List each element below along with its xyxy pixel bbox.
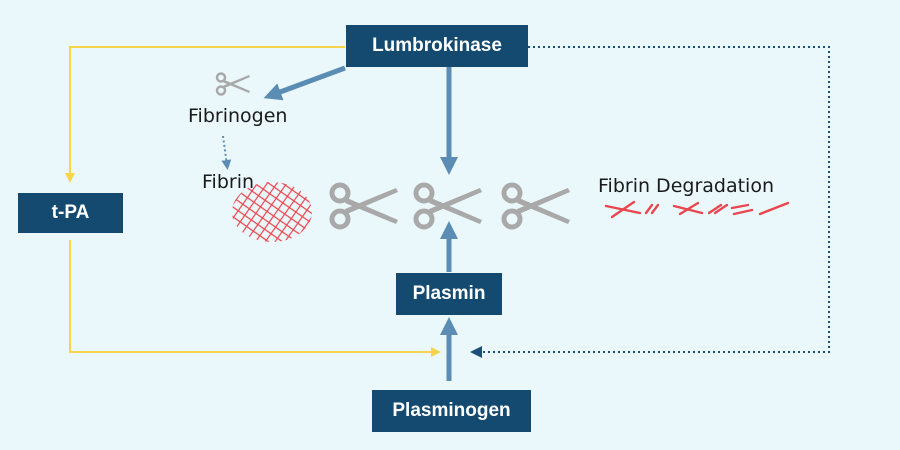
fibrinogen-to-fibrin-arrow — [221, 135, 232, 170]
plasminogen-label: Plasminogen — [392, 400, 511, 421]
lumbrokinase-to-fibrinogen-arrow — [263, 65, 346, 101]
tpa-label: t-PA — [51, 202, 90, 223]
fibrin-degradation-label: Fibrin Degradation — [598, 175, 774, 197]
plasminogen-box: Plasminogen — [372, 390, 531, 432]
plasmin-label: Plasmin — [412, 283, 486, 304]
fibrin-mesh-icon — [232, 182, 312, 242]
fibrin-fragments-icon — [604, 200, 790, 219]
lumbrokinase-label: Lumbrokinase — [372, 35, 502, 56]
tpa-box: t-PA — [18, 193, 123, 233]
lumbrokinase-to-plasminogen-dotted-line — [470, 46, 830, 358]
fibrin-label: Fibrin — [202, 171, 255, 193]
scissors-icon — [215, 72, 252, 96]
scissors-icon — [504, 185, 570, 227]
tpa-activation-line-bottom — [69, 240, 441, 357]
plasmin-box: Plasmin — [396, 273, 502, 315]
lumbrokinase-box: Lumbrokinase — [346, 25, 528, 67]
scissors-icon — [332, 185, 398, 227]
tpa-activation-line-top — [65, 46, 345, 183]
fibrinogen-label: Fibrinogen — [188, 105, 288, 127]
scissors-icon — [416, 185, 482, 227]
